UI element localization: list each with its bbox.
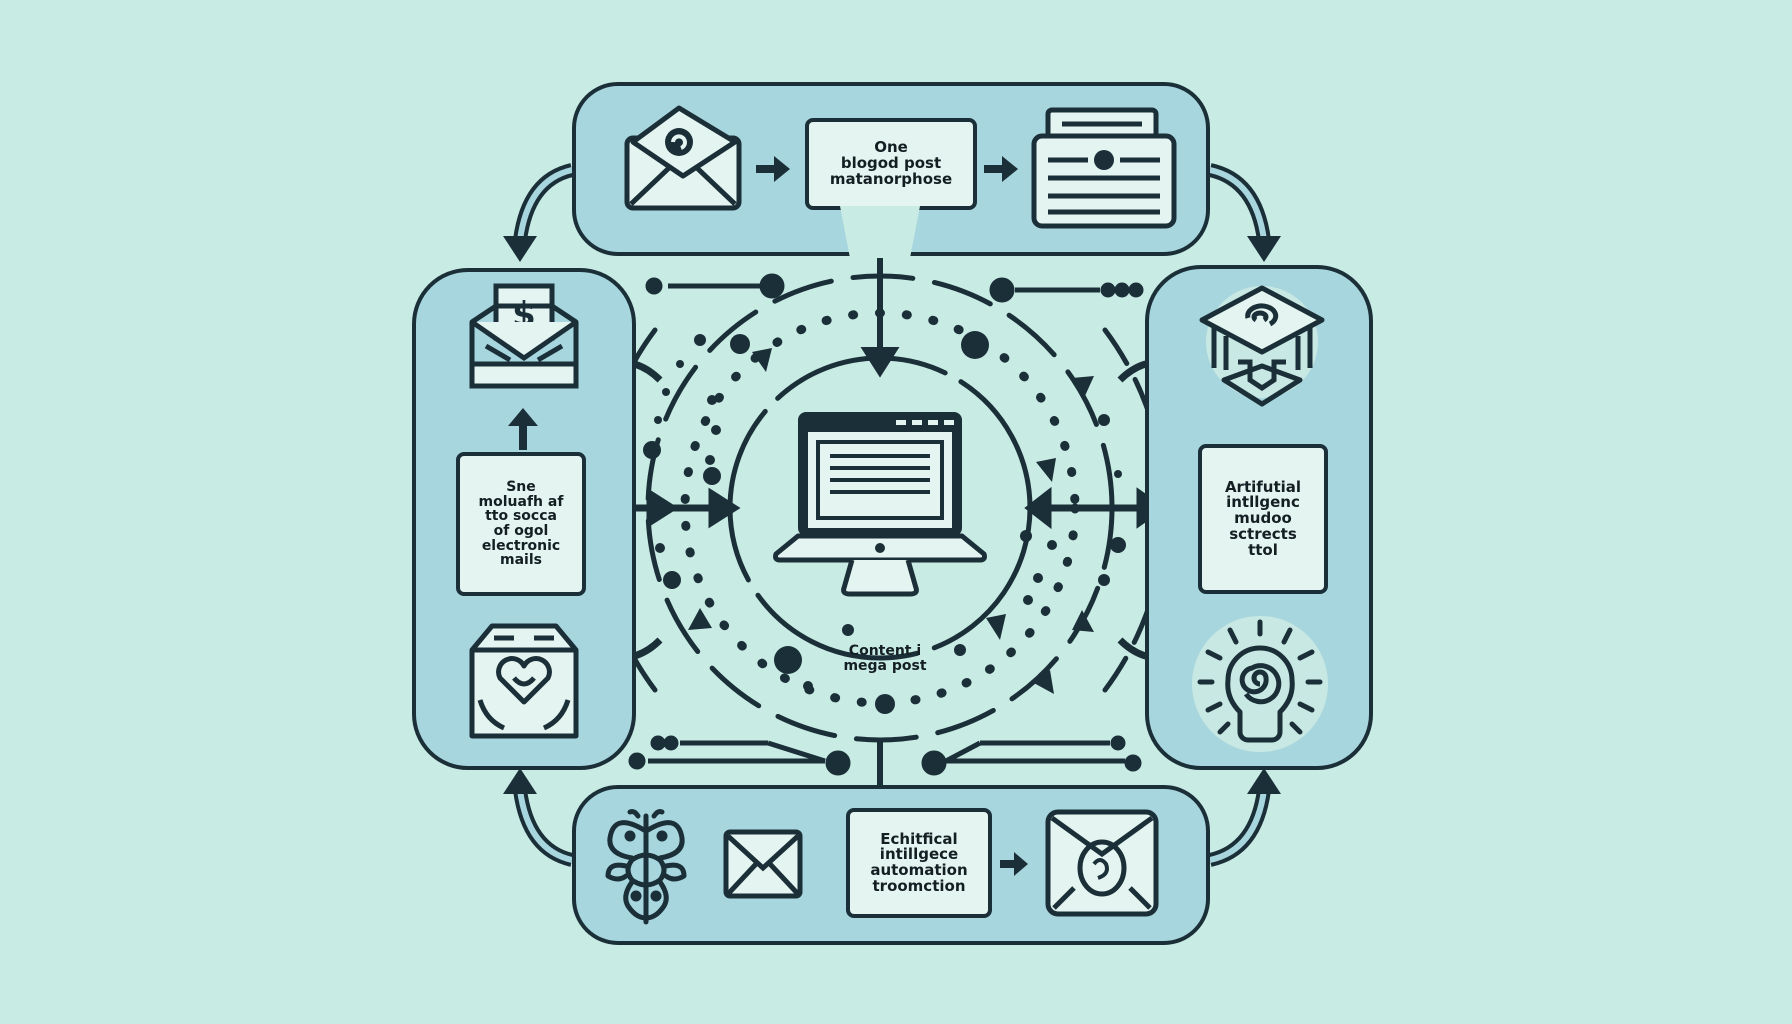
arrow-up-icon [508, 408, 538, 450]
right-text-line: mudoo [1234, 509, 1292, 528]
right-text-line: ttol [1248, 540, 1278, 559]
left-text-line: moluafh af [478, 493, 564, 510]
right-text-line: Artifutial [1224, 477, 1302, 496]
arrow-right-icon [984, 156, 1018, 182]
cube-spiral-icon [1199, 285, 1325, 407]
lightbulb-spiral-icon [1192, 616, 1328, 752]
insect-icon [605, 809, 687, 925]
computer-monitor-icon [773, 412, 987, 597]
left-text-line: of ogol [493, 523, 549, 539]
left-text-box: Sne moluafh af tto socca of ogol electro… [456, 452, 586, 596]
envelope-icon [723, 829, 803, 899]
bottom-text-box: Echitfical intillgece automation troomct… [846, 808, 992, 918]
bottom-text-line: Echitfical [880, 829, 958, 848]
top-text-box: One blogod post matanorphose [805, 118, 977, 210]
envelope-swirl-icon [1045, 809, 1159, 917]
top-text-line: blogod post [840, 154, 942, 173]
center-label: Content i mega post [815, 644, 955, 673]
bottom-text-line: intillgece [879, 845, 959, 864]
top-text-line: matanorphose [829, 169, 953, 188]
top-text-line: One [874, 138, 908, 157]
left-text-line: tto socca [485, 508, 557, 525]
top-wedge-connector [840, 206, 920, 258]
left-text-line: Sne [506, 478, 536, 495]
right-text-line: sctrects [1229, 524, 1297, 543]
center-label-line: mega post [843, 657, 927, 674]
box-heart-hands-icon [469, 623, 579, 739]
envelope-dollar-icon: $ [469, 283, 579, 389]
right-text-line: intllgenc [1226, 493, 1300, 512]
right-text-box: Artifutial intllgenc mudoo sctrects ttol [1198, 444, 1328, 594]
envelope-with-swirl-icon [624, 105, 742, 211]
document-card-icon [1031, 107, 1177, 229]
left-text-line: electronic [481, 537, 561, 554]
arrow-right-icon [756, 156, 790, 182]
left-text-line: mails [500, 552, 542, 569]
bottom-text-line: troomction [872, 876, 966, 895]
arrow-right-icon [1000, 852, 1028, 876]
center-label-line: Content i [848, 643, 922, 659]
bottom-text-line: automation [870, 861, 968, 879]
